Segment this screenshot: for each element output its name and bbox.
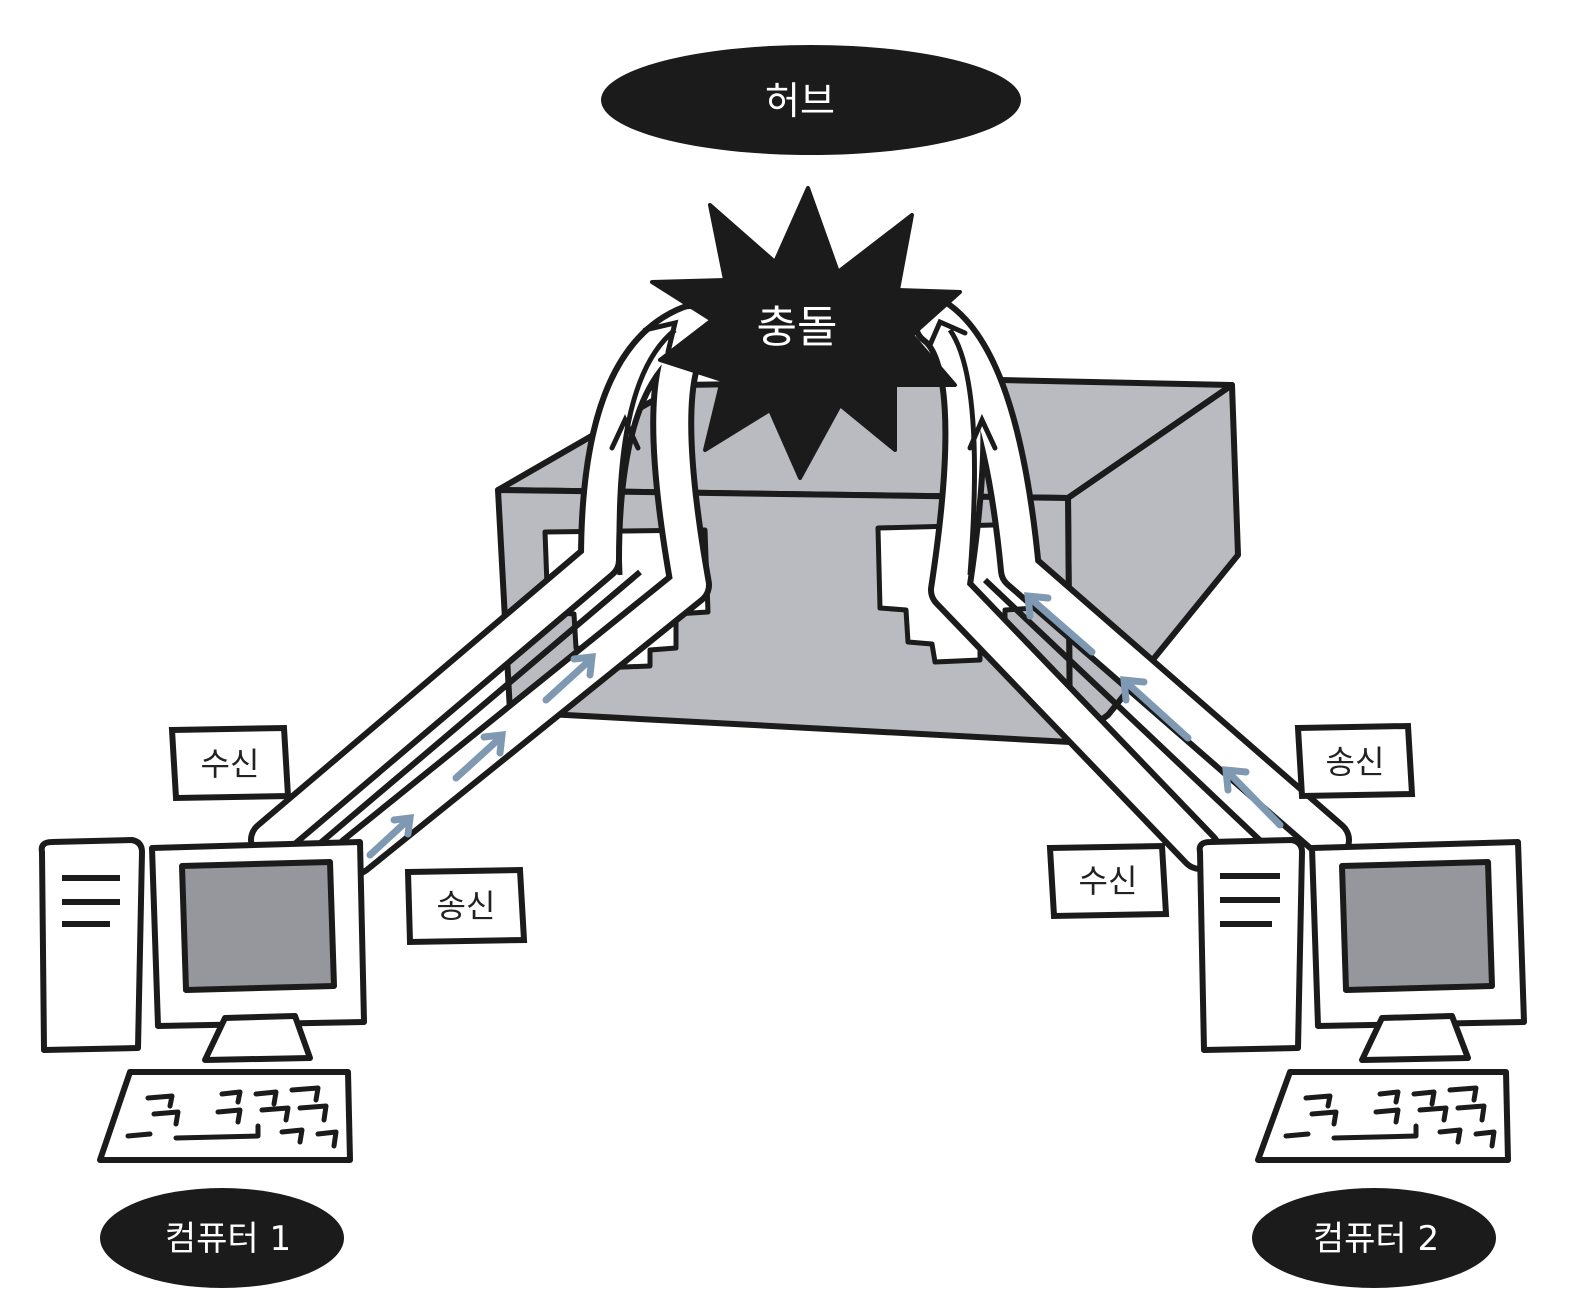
computer-1-send-tag: 송신 — [404, 866, 528, 946]
signal-arrow-icon — [366, 816, 412, 859]
computer-2-name: 컴퓨터 2 — [1313, 1219, 1439, 1259]
send-signal-arrows-computer-1 — [366, 653, 596, 859]
computer-2-receive-tag: 수신 — [1046, 842, 1170, 920]
computer-2-send-label: 송신 — [1326, 743, 1385, 781]
collision-label: 충돌 — [757, 302, 838, 353]
signal-arrow-icon — [1122, 678, 1192, 742]
computer-2 — [1196, 837, 1527, 1163]
hub-title: 허브 — [765, 79, 835, 123]
monitor-icon — [1309, 839, 1527, 1063]
tower-case-icon — [1196, 837, 1305, 1053]
keyboard-icon — [97, 1069, 353, 1163]
computer-1-send-label: 송신 — [437, 887, 496, 925]
cable-computer-2 — [913, 296, 1352, 872]
keyboard-icon — [1255, 1069, 1511, 1163]
tower-case-icon — [38, 837, 145, 1053]
computer-2-name-pill: 컴퓨터 2 — [1252, 1188, 1496, 1288]
hub-title-pill: 허브 — [601, 45, 1021, 155]
monitor-icon — [149, 839, 367, 1063]
computer-1-receive-tag: 수신 — [168, 724, 292, 802]
computer-2-receive-label: 수신 — [1079, 862, 1138, 900]
computer-1-receive-label: 수신 — [201, 745, 260, 783]
collision-burst-icon: 충돌 — [650, 186, 962, 480]
computer-1-name-pill: 컴퓨터 1 — [100, 1188, 344, 1288]
computer-2-send-tag: 송신 — [1294, 722, 1416, 800]
signal-arrow-icon — [1026, 594, 1096, 656]
signal-arrow-icon — [542, 656, 594, 704]
computer-1 — [38, 837, 367, 1163]
send-signal-arrows-computer-2 — [1024, 592, 1284, 829]
computer-1-name: 컴퓨터 1 — [165, 1219, 291, 1259]
signal-arrow-icon — [1224, 768, 1284, 829]
signal-arrow-icon — [452, 734, 504, 782]
